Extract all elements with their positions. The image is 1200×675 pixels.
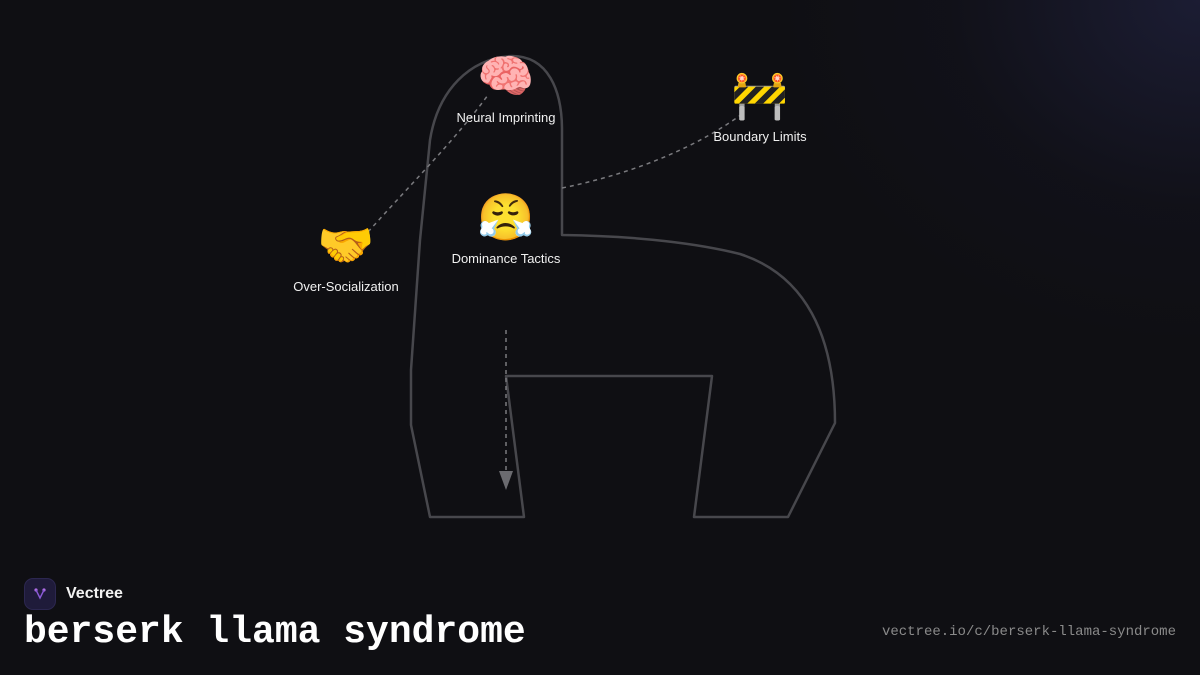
brand: Vectree bbox=[24, 577, 123, 611]
node-label: Dominance Tactics bbox=[451, 251, 561, 266]
node-neural-imprinting: 🧠 Neural Imprinting bbox=[416, 46, 596, 125]
node-label: Boundary Limits bbox=[713, 129, 807, 144]
node-dominance-tactics: 😤 Dominance Tactics bbox=[416, 187, 596, 266]
construction-barrier-icon: 🚧 bbox=[731, 69, 789, 121]
arrowhead-down bbox=[499, 471, 513, 490]
node-over-socialization: 🤝 Over-Socialization bbox=[256, 215, 436, 294]
page-title: berserk llama syndrome bbox=[24, 611, 526, 654]
brand-name: Vectree bbox=[66, 585, 123, 602]
llama-silhouette bbox=[409, 54, 837, 519]
page-url[interactable]: vectree.io/c/berserk-llama-syndrome bbox=[881, 624, 1176, 640]
handshake-icon: 🤝 bbox=[317, 219, 375, 271]
vectree-logo-icon bbox=[24, 578, 56, 610]
connector-dominance-to-boundary-limits bbox=[561, 111, 746, 189]
steaming-face-icon: 😤 bbox=[477, 191, 535, 243]
node-label: Over-Socialization bbox=[293, 279, 399, 294]
connector-over-socialization-to-neural-imprinting bbox=[367, 94, 489, 233]
brain-icon: 🧠 bbox=[477, 50, 535, 102]
node-label: Neural Imprinting bbox=[456, 110, 556, 125]
node-boundary-limits: 🚧 Boundary Limits bbox=[670, 65, 850, 144]
